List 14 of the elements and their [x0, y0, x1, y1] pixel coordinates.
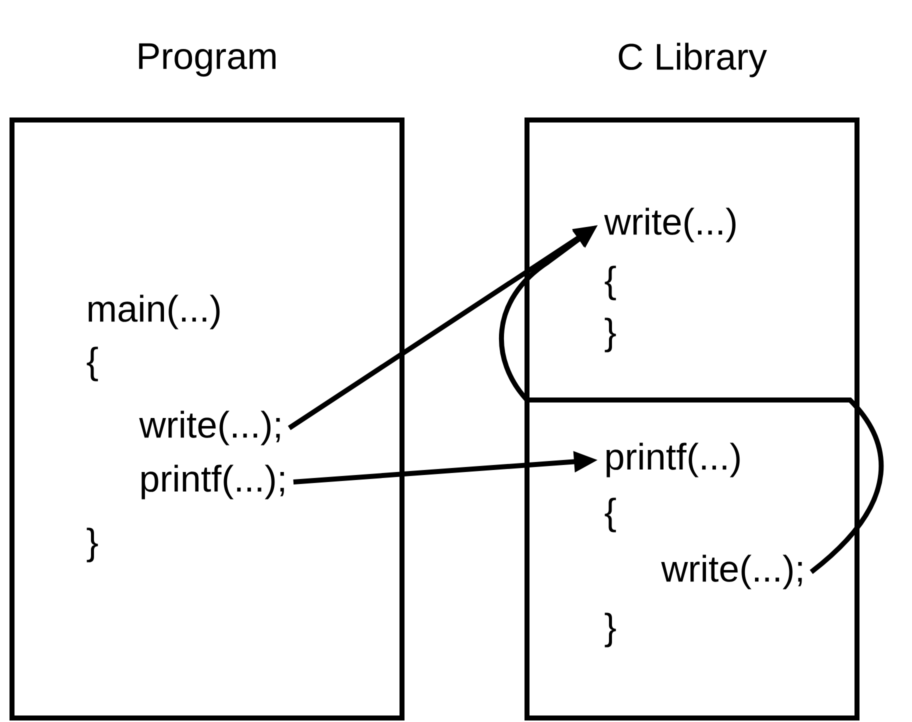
- box-title: Program: [139, 43, 276, 77]
- code-line: printf(...);: [142, 464, 284, 500]
- box-title: C Library: [618, 42, 767, 78]
- code-line: {: [604, 498, 616, 532]
- code-line: main(...): [88, 294, 220, 330]
- code-line: }: [604, 318, 616, 352]
- code-line: {: [604, 266, 616, 300]
- code-line: {: [86, 346, 98, 382]
- code-line: printf(...): [606, 442, 740, 478]
- code-line: }: [604, 612, 616, 648]
- code-line: write(...): [604, 208, 736, 242]
- code-line: write(...);: [661, 554, 802, 590]
- code-line: write(...);: [139, 410, 280, 446]
- code-line: }: [86, 528, 98, 562]
